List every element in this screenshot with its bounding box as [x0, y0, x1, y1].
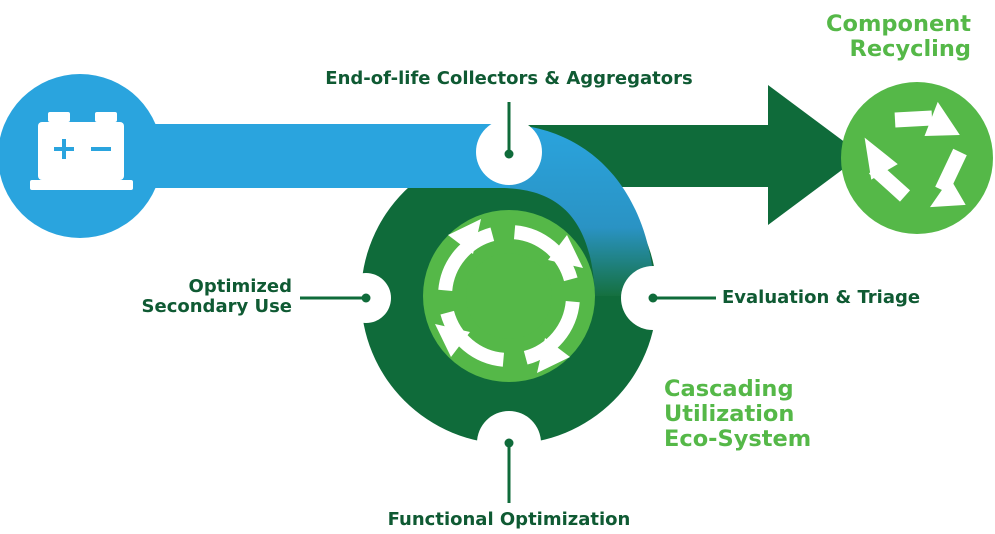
evaluation-text: Evaluation & Triage — [722, 287, 921, 308]
dot-functional — [504, 438, 514, 448]
component-recycling-line-1: Component — [825, 11, 971, 37]
secondary-use-label: Optimized Secondary Use — [141, 276, 292, 318]
cascading-line-3: Eco-System — [664, 426, 812, 453]
functional-label: Functional Optimization — [309, 509, 709, 530]
evaluation-label: Evaluation & Triage — [722, 287, 921, 308]
dot-evaluation — [648, 293, 658, 303]
cascading-label: Cascading Utilization Eco-System — [664, 376, 812, 453]
component-recycling-label: Component Recycling — [825, 11, 971, 63]
collectors-label: End-of-life Collectors & Aggregators — [309, 68, 709, 89]
recycle-icon — [864, 101, 967, 208]
battery-icon — [30, 112, 133, 190]
recycling-circle — [841, 82, 993, 234]
dot-collectors — [504, 149, 514, 159]
cascading-line-2: Utilization — [664, 401, 795, 428]
secondary-use-line-2: Secondary Use — [141, 296, 292, 318]
flow-band — [100, 124, 510, 188]
functional-text: Functional Optimization — [387, 509, 631, 530]
collectors-text: End-of-life Collectors & Aggregators — [325, 68, 693, 89]
flow-curve — [500, 124, 655, 296]
recycling-arrow — [512, 85, 862, 225]
secondary-use-line-1: Optimized — [188, 276, 292, 297]
component-recycling-line-2: Recycling — [849, 36, 971, 63]
cascading-line-1: Cascading — [664, 376, 794, 402]
dot-secondary-use — [361, 293, 371, 303]
